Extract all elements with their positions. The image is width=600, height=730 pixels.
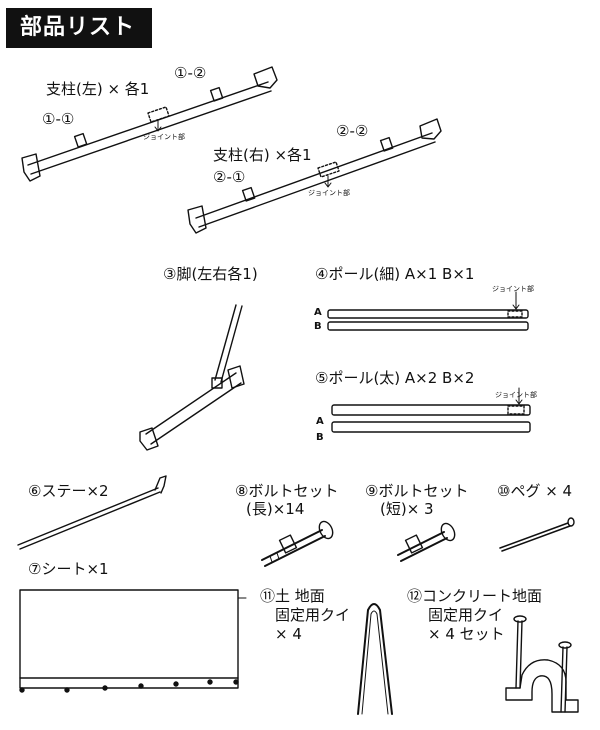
part5-a-label: A <box>316 416 324 427</box>
part4-label: ④ポール(細) A×1 B×1 <box>315 265 475 283</box>
part2-sub-a: ②-① <box>213 168 246 186</box>
support-pole-left-icon <box>21 66 278 182</box>
part1-joint-label: ジョイント部 <box>143 133 185 141</box>
part6-label: ⑥ステー×2 <box>28 482 109 500</box>
part5-label: ⑤ポール(太) A×2 B×2 <box>315 369 475 387</box>
part11-line2: 固定用クイ <box>275 606 351 624</box>
part12-line3: × 4 セット <box>428 625 505 643</box>
part12-line2: 固定用クイ <box>428 606 504 624</box>
part12-line1: ⑫コンクリート地面 <box>407 587 543 605</box>
stay-icon <box>17 475 167 550</box>
short-bolt-icon <box>397 522 456 562</box>
concrete-stake-icon <box>505 615 579 713</box>
part9-line1: ⑨ボルトセット <box>365 482 469 500</box>
long-bolt-icon <box>261 520 334 567</box>
thin-pole-icon <box>327 291 529 331</box>
leg-icon <box>139 304 245 451</box>
part1-sub-a: ①-① <box>42 110 75 128</box>
part11-line1: ⑪土 地面 <box>260 587 325 605</box>
page-title: 部品リスト <box>6 8 152 48</box>
part4-a-label: A <box>314 307 322 318</box>
part8-line2: (長)×14 <box>246 500 305 518</box>
part1-sub-b: ①-② <box>174 64 207 82</box>
part10-label: ⑩ペグ × 4 <box>497 482 573 500</box>
part4-b-label: B <box>314 321 322 332</box>
part1-label: 支柱(左) × 各1 <box>46 80 150 98</box>
part2-sub-b: ②-② <box>336 122 369 140</box>
peg-icon <box>499 517 575 552</box>
support-pole-right-icon <box>187 118 442 234</box>
part3-label: ③脚(左右各1) <box>163 265 258 283</box>
part8-line1: ⑧ボルトセット <box>235 482 339 500</box>
sheet-icon <box>19 589 247 693</box>
part2-joint-label: ジョイント部 <box>308 189 350 197</box>
part7-label: ⑦シート×1 <box>28 560 109 578</box>
part9-line2: (短)× 3 <box>380 500 434 518</box>
part5-joint-label: ジョイント部 <box>495 391 537 399</box>
part11-line3: × 4 <box>275 625 302 643</box>
thick-pole-icon <box>331 387 531 433</box>
u-stake-icon <box>357 603 393 715</box>
part4-joint-label: ジョイント部 <box>492 285 534 293</box>
part2-label: 支柱(右) ×各1 <box>213 146 312 164</box>
part5-b-label: B <box>316 432 324 443</box>
